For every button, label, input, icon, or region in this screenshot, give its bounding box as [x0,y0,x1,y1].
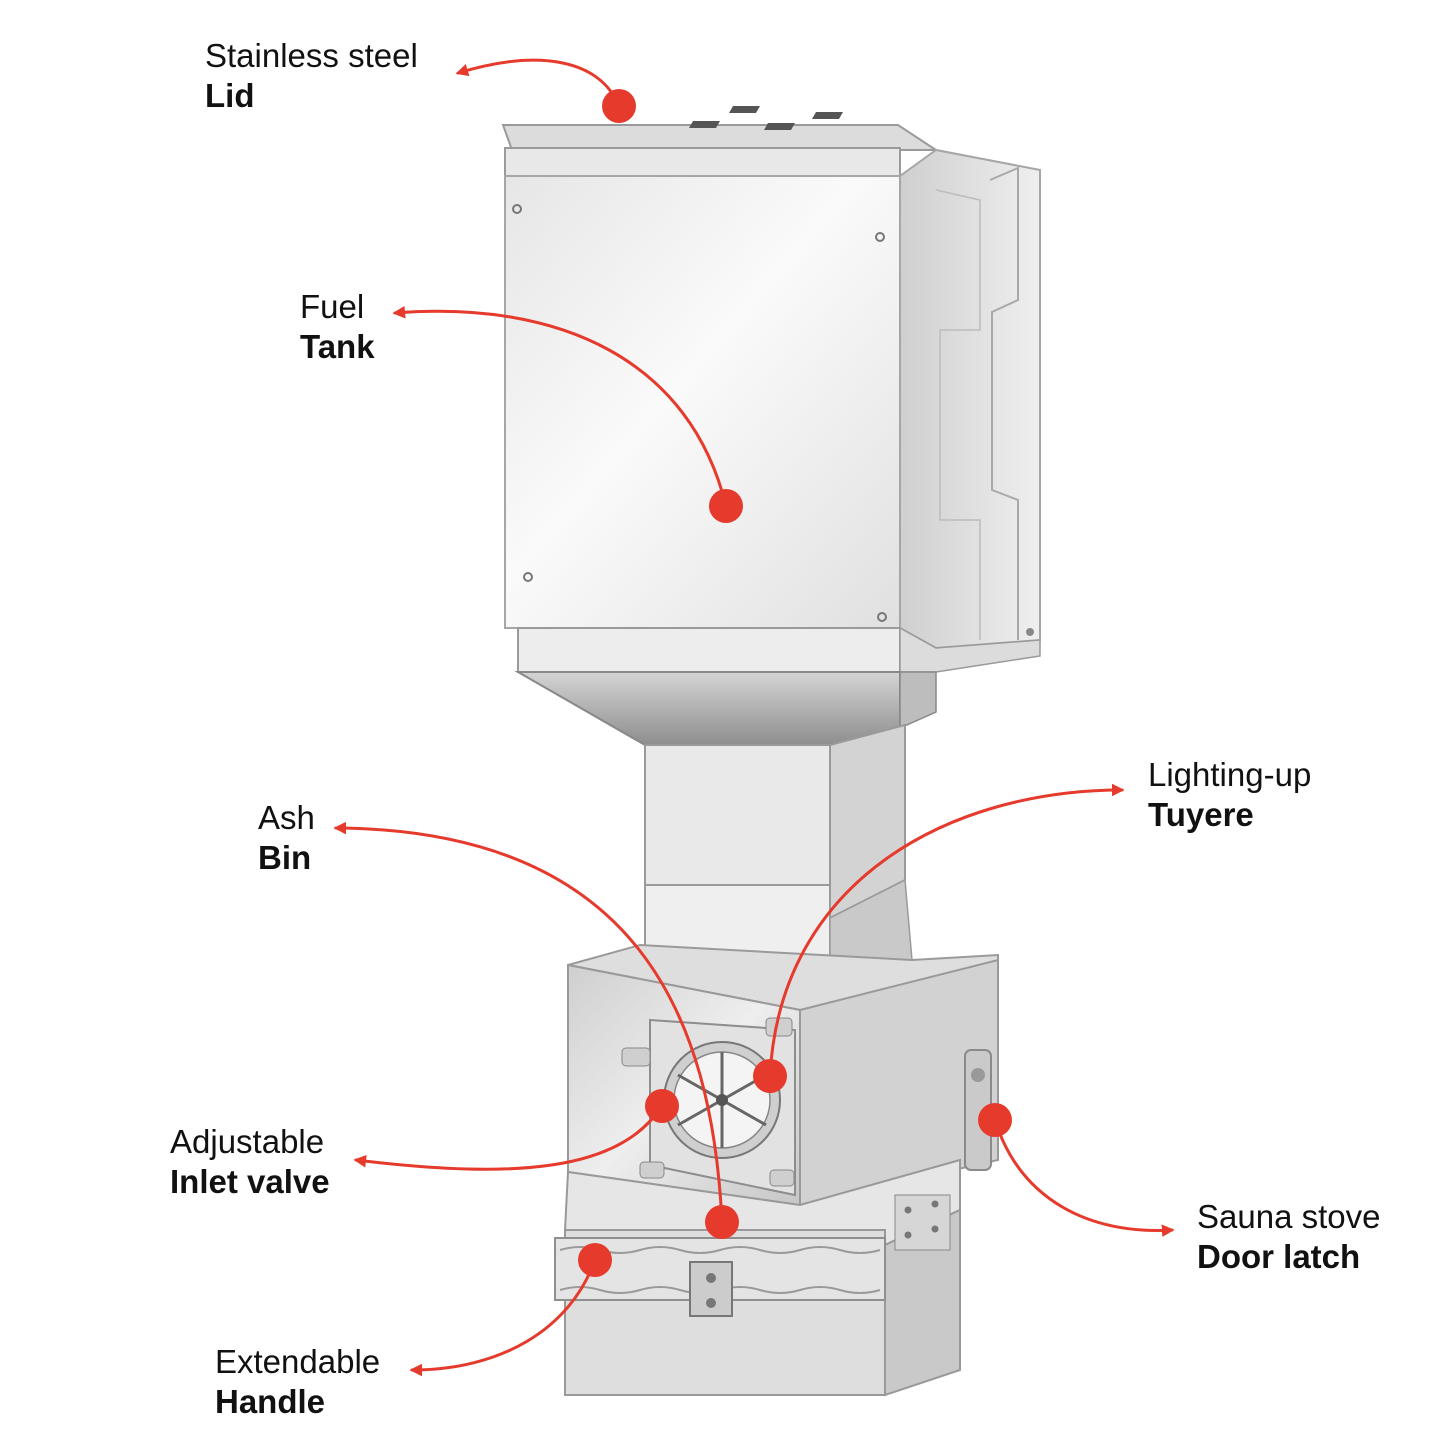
callout-dot-ash-bin [705,1205,739,1239]
label-door-latch: Sauna stove Door latch [1197,1197,1380,1276]
callout-dot-handle [578,1243,612,1277]
extendable-handle [554,1237,886,1317]
label-lid-line1: Stainless steel [205,37,418,74]
fuel-tank-body [501,106,1041,746]
label-lid: Stainless steel Lid [205,36,418,115]
label-ash-bin-line1: Ash [258,799,315,836]
callout-line-lighting-tuyere [768,783,1125,1078]
callout-line-inlet-valve [353,1104,664,1171]
label-door-latch-line1: Sauna stove [1197,1198,1381,1235]
callout-line-door-latch [993,1118,1175,1237]
callout-line-fuel-tank [392,305,728,508]
label-lighting-tuyere-line1: Lighting-up [1148,756,1312,793]
label-handle-line2: Handle [215,1382,326,1420]
label-handle: Extendable Handle [215,1342,380,1421]
label-inlet-valve-line1: Adjustable [170,1123,325,1160]
label-lid-line2: Lid [205,76,255,114]
label-fuel-tank: Fuel Tank [300,287,375,366]
label-handle-line1: Extendable [215,1343,381,1380]
callout-dot-inlet-valve [645,1089,679,1123]
label-ash-bin: Ash Bin [258,798,315,877]
label-ash-bin-line2: Bin [258,838,312,876]
callout-line-ash-bin [333,821,724,1224]
callout-line-handle [409,1258,597,1377]
callout-dot-lighting-tuyere [753,1059,787,1093]
callout-dot-lid [602,89,636,123]
label-inlet-valve-line2: Inlet valve [170,1162,330,1200]
label-fuel-tank-line1: Fuel [300,288,365,325]
label-lighting-tuyere: Lighting-up Tuyere [1148,755,1311,834]
callout-dot-door-latch [978,1103,1012,1137]
label-fuel-tank-line2: Tank [300,327,375,365]
callout-line-lid [455,58,621,108]
callout-dot-fuel-tank [709,489,743,523]
label-door-latch-line2: Door latch [1197,1237,1361,1275]
combustion-box [567,943,999,1207]
label-inlet-valve: Adjustable Inlet valve [170,1122,330,1201]
label-lighting-tuyere-line2: Tuyere [1148,795,1254,833]
